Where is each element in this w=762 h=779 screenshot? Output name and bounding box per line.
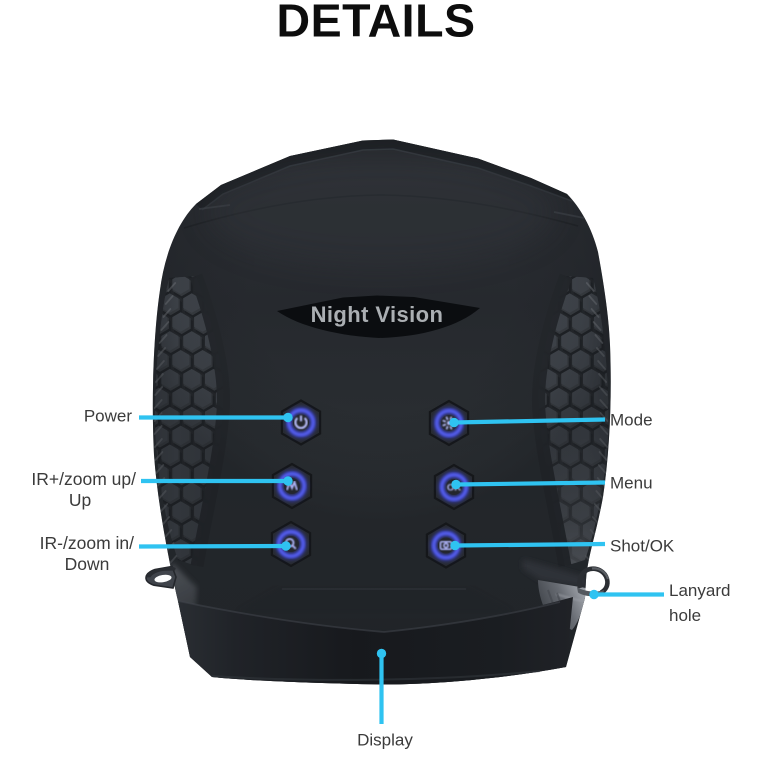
svg-text:IR-/zoom in/: IR-/zoom in/: [40, 533, 134, 553]
svg-text:Mode: Mode: [610, 411, 653, 430]
svg-text:Power: Power: [84, 407, 133, 426]
svg-text:Display: Display: [357, 731, 413, 750]
svg-text:Up: Up: [69, 490, 91, 510]
svg-text:Lanyard: Lanyard: [669, 581, 730, 600]
svg-text:DETAILS: DETAILS: [277, 0, 476, 47]
svg-text:Shot/OK: Shot/OK: [610, 537, 675, 556]
svg-text:Down: Down: [65, 554, 110, 574]
svg-text:Night Vision: Night Vision: [311, 302, 444, 327]
svg-text:hole: hole: [669, 606, 701, 625]
svg-text:Menu: Menu: [610, 474, 653, 493]
svg-text:IR+/zoom up/: IR+/zoom up/: [31, 469, 136, 489]
